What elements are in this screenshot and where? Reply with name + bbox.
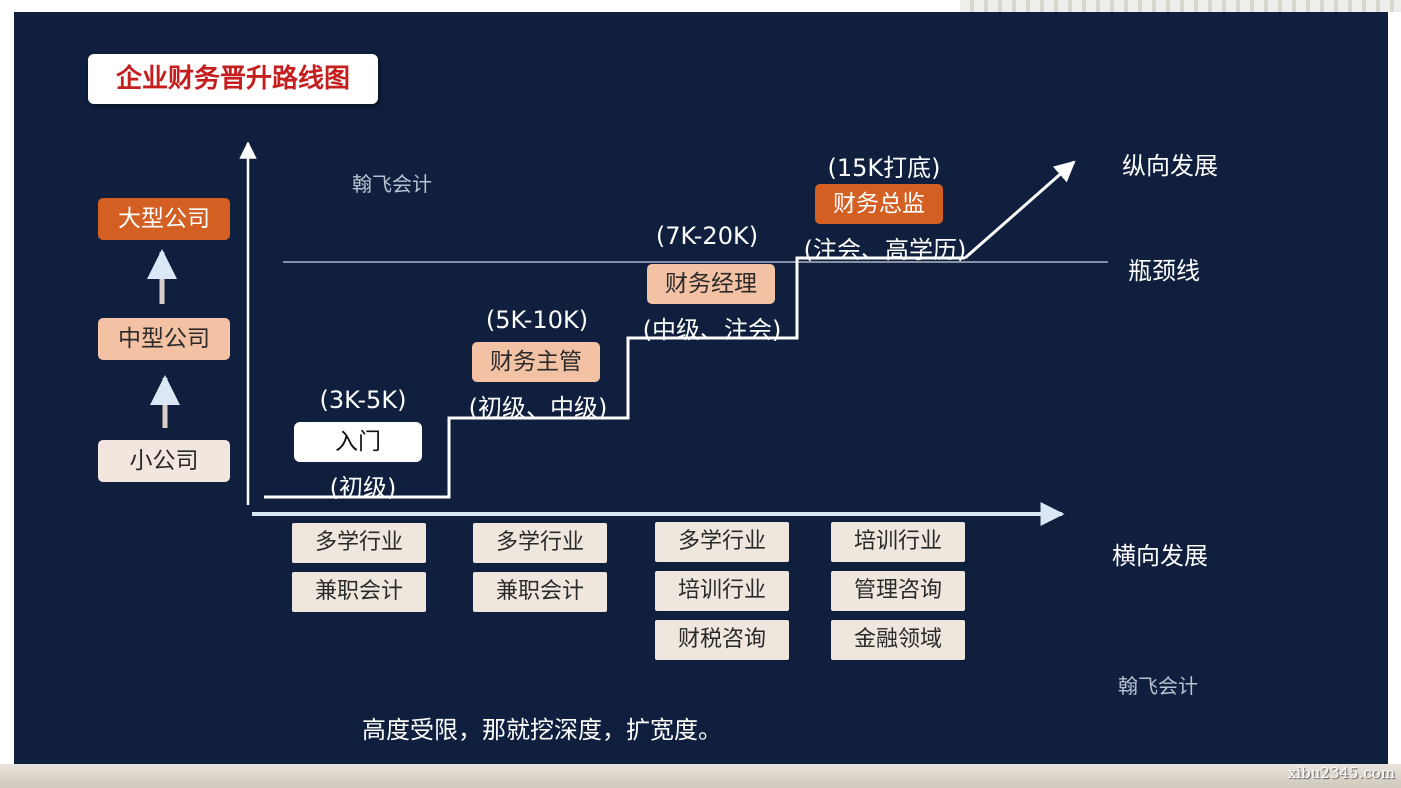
vertical-development-label: 纵向发展 — [1122, 152, 1218, 180]
salary-entry: (3K-5K) — [319, 386, 407, 414]
company-small: 小公司 — [98, 440, 230, 482]
side-item: 金融领域 — [831, 620, 965, 660]
side-item: 培训行业 — [831, 522, 965, 562]
requirement-entry: (初级) — [329, 474, 397, 502]
position-director: 财务总监 — [815, 184, 943, 224]
company-large: 大型公司 — [98, 198, 230, 240]
watermark-bottom: 翰飞会计 — [1118, 674, 1198, 698]
side-item: 财税咨询 — [655, 620, 789, 660]
bottom-edge-strip — [0, 764, 1401, 788]
salary-director: (15K打底) — [827, 154, 941, 182]
top-edge-strip — [960, 0, 1401, 12]
side-item: 兼职会计 — [473, 572, 607, 612]
side-item: 多学行业 — [655, 522, 789, 562]
horizontal-development-label: 横向发展 — [1112, 542, 1208, 570]
vertical-growth-arrow — [964, 160, 1076, 260]
side-item: 管理咨询 — [831, 571, 965, 611]
bottleneck-label: 瓶颈线 — [1128, 257, 1200, 285]
requirement-supervisor: (初级、中级) — [468, 394, 608, 422]
side-item: 兼职会计 — [292, 572, 426, 612]
career-staircase — [264, 256, 965, 499]
position-entry: 入门 — [294, 422, 422, 462]
position-manager: 财务经理 — [647, 264, 775, 304]
salary-manager: (7K-20K) — [655, 222, 759, 250]
position-supervisor: 财务主管 — [472, 342, 600, 382]
requirement-manager: (中级、注会) — [642, 316, 782, 344]
watermark-top: 翰飞会计 — [352, 172, 432, 196]
conclusion-text: 高度受限，那就挖深度，扩宽度。 — [362, 716, 722, 744]
site-watermark: xibu2345.com — [1287, 764, 1395, 782]
company-medium: 中型公司 — [98, 318, 230, 360]
side-item: 培训行业 — [655, 571, 789, 611]
requirement-director: (注会、高学历) — [803, 236, 967, 264]
side-item: 多学行业 — [292, 523, 426, 563]
page-title: 企业财务晋升路线图 — [88, 54, 378, 104]
salary-supervisor: (5K-10K) — [485, 306, 589, 334]
side-item: 多学行业 — [473, 523, 607, 563]
